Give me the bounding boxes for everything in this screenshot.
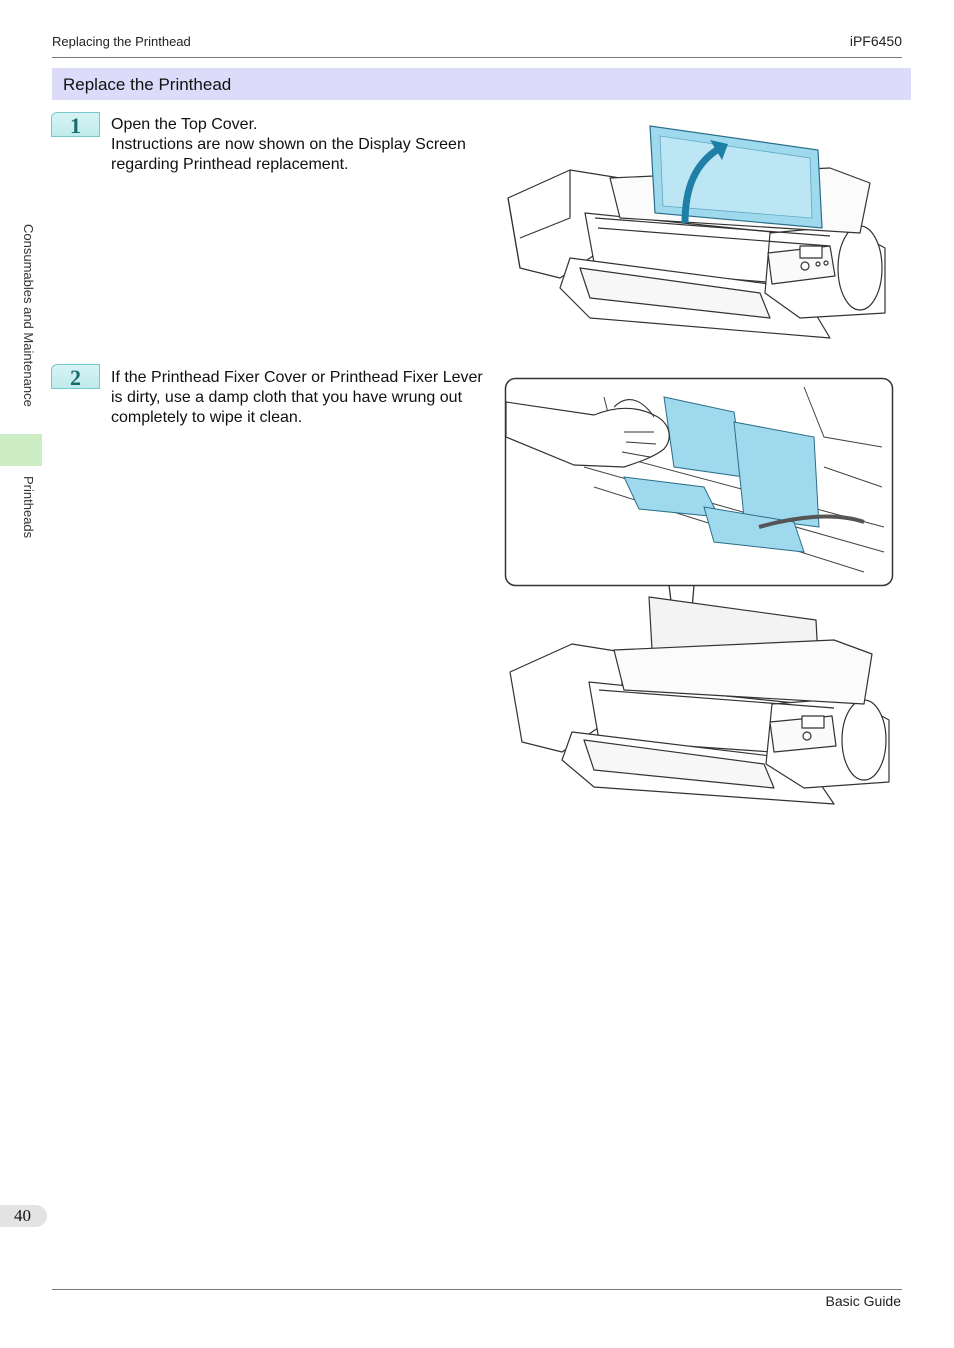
footer-divider xyxy=(52,1289,902,1290)
step-2-text: If the Printhead Fixer Cover or Printhea… xyxy=(111,368,491,428)
step-2-number: 2 xyxy=(70,365,81,390)
step-2-badge: 2 xyxy=(51,364,100,390)
page-number: 40 xyxy=(14,1206,31,1225)
side-tab-chapter[interactable]: Consumables and Maintenance xyxy=(21,224,36,407)
guide-name: Basic Guide xyxy=(825,1293,901,1309)
step-1-number: 1 xyxy=(70,113,81,138)
side-tab-highlight xyxy=(0,434,42,466)
printer-cover-open-illustration xyxy=(507,125,886,339)
model-name: iPF6450 xyxy=(849,33,902,49)
step-1-text: Open the Top Cover. Instructions are now… xyxy=(111,115,491,175)
side-tab-subchapter[interactable]: Printheads xyxy=(21,476,36,539)
step-2-line-1: If the Printhead Fixer Cover or Printhea… xyxy=(111,369,483,426)
step-1-line-2: Instructions are now shown on the Displa… xyxy=(111,136,466,173)
step-1-line-1: Open the Top Cover. xyxy=(111,116,258,133)
section-title: Replace the Printhead xyxy=(63,75,232,94)
wipe-printhead-illustration xyxy=(504,377,894,805)
section-heading-bar: Replace the Printhead xyxy=(52,68,911,100)
page-number-tab xyxy=(0,1205,47,1227)
header-divider xyxy=(52,57,902,58)
running-header-title: Replacing the Printhead xyxy=(52,34,191,49)
step-1-badge: 1 xyxy=(51,112,100,138)
